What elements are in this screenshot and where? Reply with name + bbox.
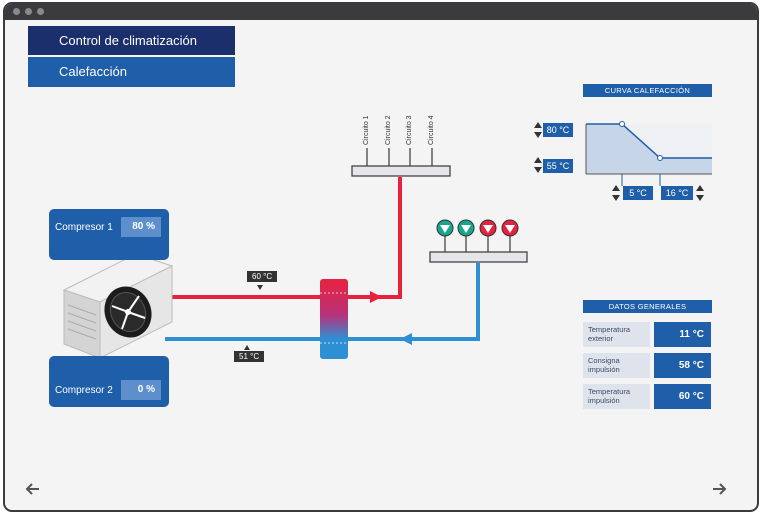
return-pipe-right — [348, 263, 480, 341]
curve-y-low-value[interactable]: 55 °C — [543, 159, 573, 173]
circuit-label: Circuito 3 — [406, 115, 413, 145]
buffer-tank-icon — [320, 279, 348, 359]
compressor-2-panel[interactable]: Compresor 2 0 % — [49, 356, 169, 407]
curve-panel-title: CURVA CALEFACCIÓN — [583, 84, 712, 97]
compressor-1-label: Compresor 1 — [55, 222, 113, 233]
circuit-label: Circuito 1 — [363, 115, 370, 145]
next-arrow-icon[interactable] — [708, 478, 730, 500]
window-dot-icon[interactable] — [37, 8, 44, 15]
compressor-1-panel[interactable]: Compresor 1 80 % — [49, 209, 169, 260]
compressor-1-value: 80 % — [121, 217, 161, 237]
valve-stems — [444, 236, 511, 252]
window-dot-icon[interactable] — [13, 8, 20, 15]
return-arrow-icon — [400, 333, 412, 345]
page-subtitle: Calefacción — [28, 57, 235, 87]
curve-y-high-value[interactable]: 80 °C — [543, 123, 573, 137]
general-row-label: Consigna impulsión — [583, 353, 650, 378]
page-title: Control de climatización — [28, 26, 235, 55]
circuit-label: Circuito 4 — [428, 115, 435, 145]
curve-x-low-value[interactable]: 5 °C — [623, 186, 653, 200]
return-temp-tag: 51 °C — [234, 351, 265, 362]
window-titlebar — [5, 4, 757, 20]
circuit-manifold — [351, 165, 451, 177]
general-row-label: Temperatura impulsión — [583, 384, 650, 409]
supply-arrow-icon — [370, 291, 382, 303]
general-row-value: 60 °C — [654, 384, 711, 409]
supply-pipe-right — [348, 177, 402, 299]
prev-arrow-icon[interactable] — [22, 478, 44, 500]
circuit-outlets — [366, 148, 433, 166]
general-row-value[interactable]: 58 °C — [654, 353, 711, 378]
stepper-icons — [534, 122, 704, 201]
valve-icons — [436, 219, 519, 237]
circuit-label: Circuito 2 — [385, 115, 392, 145]
heating-curve-chart — [585, 121, 712, 186]
general-data-title: DATOS GENERALES — [583, 300, 712, 313]
window-dot-icon[interactable] — [25, 8, 32, 15]
general-row-label: Temperatura exterior — [583, 322, 650, 347]
valve-manifold — [429, 251, 528, 263]
supply-temp-tag: 60 °C — [247, 271, 278, 282]
curve-x-high-value[interactable]: 16 °C — [661, 186, 693, 200]
general-row-value: 11 °C — [654, 322, 711, 347]
heat-pump-unit-icon — [62, 253, 174, 359]
compressor-2-label: Compresor 2 — [55, 385, 113, 396]
compressor-2-value: 0 % — [121, 380, 161, 400]
